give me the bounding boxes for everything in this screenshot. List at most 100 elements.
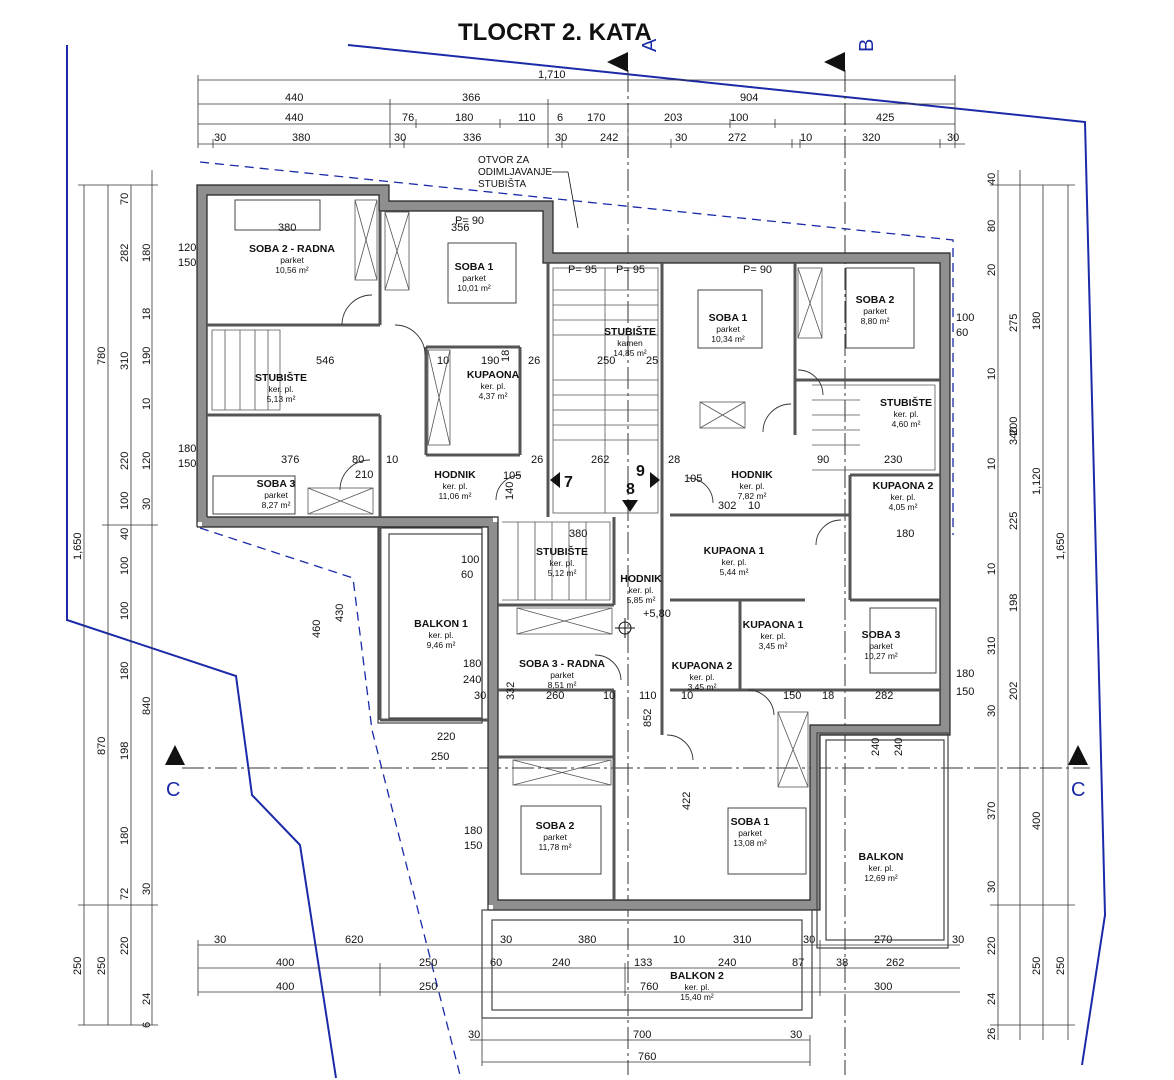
internal-dimension: 210 <box>355 469 373 481</box>
section-label-c-left: C <box>166 779 180 801</box>
room-name: SOBA 1 <box>731 816 770 828</box>
svg-text:380: 380 <box>578 934 596 946</box>
room-floor: ker. pl. <box>549 558 574 568</box>
svg-text:87: 87 <box>792 957 804 969</box>
svg-text:272: 272 <box>728 132 746 144</box>
svg-text:760: 760 <box>640 981 658 993</box>
internal-dimension: 302 <box>718 500 736 512</box>
internal-dimension: 110 <box>639 690 657 702</box>
room-name: SOBA 3 <box>257 478 296 490</box>
internal-dimension: 60 <box>956 327 968 339</box>
svg-text:30: 30 <box>394 132 406 144</box>
svg-text:620: 620 <box>345 934 363 946</box>
room-area: 10,27 m² <box>864 651 898 661</box>
svg-text:340: 340 <box>1008 427 1020 445</box>
room-name: SOBA 2 - RADNA <box>249 243 335 255</box>
stair-number-9: 9 <box>636 463 645 480</box>
internal-dimension: 150 <box>178 257 196 269</box>
internal-dimension: 10 <box>386 454 398 466</box>
svg-text:30: 30 <box>952 934 964 946</box>
svg-text:904: 904 <box>740 92 758 104</box>
svg-text:76: 76 <box>402 112 414 124</box>
room-name: SOBA 3 <box>862 629 901 641</box>
svg-text:198: 198 <box>1008 594 1020 612</box>
internal-dimension: 240 <box>870 738 882 756</box>
room-area: 5,13 m² <box>267 394 296 404</box>
svg-text:30: 30 <box>214 934 226 946</box>
svg-text:225: 225 <box>1008 512 1020 530</box>
room-floor: ker. pl. <box>721 557 746 567</box>
svg-text:60: 60 <box>490 957 502 969</box>
room-floor: ker. pl. <box>890 492 915 502</box>
top-dimension-text: 1,710 440 366 904 440 76 180 110 6 170 2… <box>214 69 959 144</box>
svg-text:198: 198 <box>119 742 131 760</box>
svg-text:242: 242 <box>600 132 618 144</box>
top-dimension-lines <box>197 75 965 148</box>
svg-text:10: 10 <box>673 934 685 946</box>
internal-dimension: 60 <box>461 569 473 581</box>
stair-direction-markers <box>550 472 660 512</box>
room-name: SOBA 2 <box>536 820 575 832</box>
svg-text:ODIMLJAVANJE: ODIMLJAVANJE <box>478 167 552 178</box>
room-area: 10,34 m² <box>711 334 745 344</box>
room-area: 13,08 m² <box>733 838 767 848</box>
svg-text:220: 220 <box>119 452 131 470</box>
internal-dimension: 240 <box>893 738 905 756</box>
svg-text:440: 440 <box>285 112 303 124</box>
room-name: SOBA 1 <box>455 261 494 273</box>
room-area: 5,44 m² <box>720 567 749 577</box>
internal-dimension: 150 <box>956 686 974 698</box>
svg-text:240: 240 <box>718 957 736 969</box>
svg-text:30: 30 <box>555 132 567 144</box>
stairs <box>211 267 936 601</box>
room-floor: ker. pl. <box>442 481 467 491</box>
internal-dimension: 240 <box>463 674 481 686</box>
svg-text:780: 780 <box>96 347 108 365</box>
site-boundary <box>66 44 1107 1079</box>
room-floor: parket <box>863 306 887 316</box>
left-dimension-lines <box>78 170 158 1026</box>
svg-text:30: 30 <box>803 934 815 946</box>
room-name: STUBIŠTE <box>880 396 932 409</box>
bottom-dimension-lines <box>197 940 960 1066</box>
internal-dimension: 180 <box>463 658 481 670</box>
room-floor: ker. pl. <box>480 381 505 391</box>
svg-text:700: 700 <box>633 1029 651 1041</box>
internal-dimension: 356 <box>451 222 469 234</box>
svg-text:100: 100 <box>119 492 131 510</box>
internal-dimension: 460 <box>311 620 323 638</box>
internal-dimension: 282 <box>875 690 893 702</box>
interior-walls <box>207 211 940 900</box>
room-floor: ker. pl. <box>893 409 918 419</box>
room-floor: ker. pl. <box>760 631 785 641</box>
internal-dimension: 105 <box>684 473 702 485</box>
internal-dimension: 380 <box>278 222 296 234</box>
section-markers <box>165 52 1088 765</box>
room-floor: parket <box>738 828 762 838</box>
svg-text:120: 120 <box>141 452 153 470</box>
internal-dimension: 120 <box>178 242 196 254</box>
room-area: 4,37 m² <box>479 391 508 401</box>
room-floor: ker. pl. <box>868 863 893 873</box>
internal-dimension: 220 <box>437 731 455 743</box>
svg-text:6: 6 <box>141 1022 153 1028</box>
svg-text:200: 200 <box>1008 417 1020 435</box>
room-name: HODNIK <box>620 573 662 585</box>
room-floor: parket <box>462 273 486 283</box>
svg-text:262: 262 <box>886 957 904 969</box>
svg-text:180: 180 <box>119 827 131 845</box>
